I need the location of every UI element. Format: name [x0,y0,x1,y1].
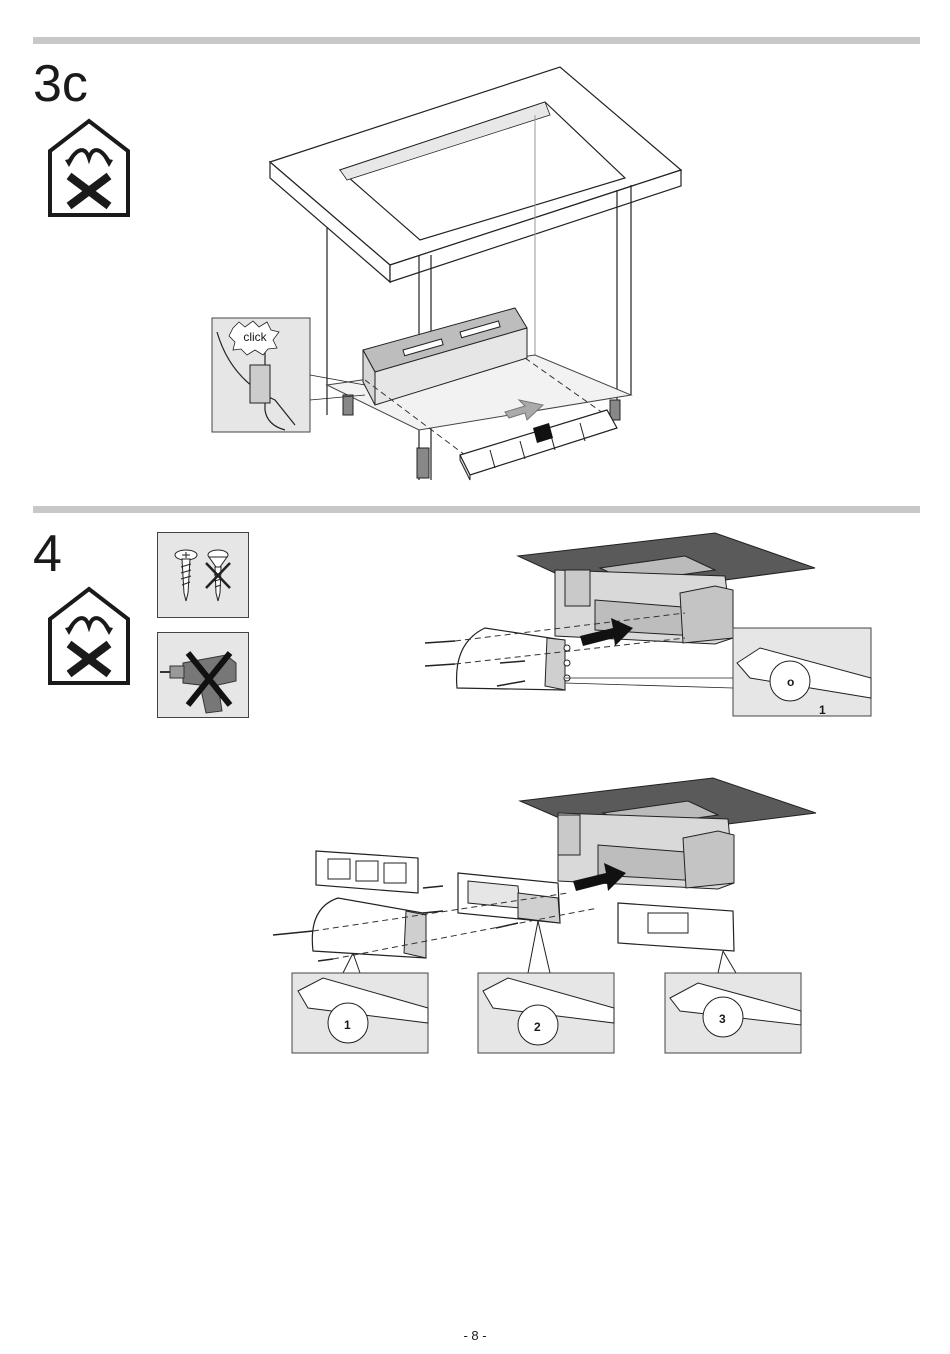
detail-number: 1 [819,703,826,717]
step-number-4: 4 [33,528,62,580]
no-power-drill-icon [158,633,248,717]
step-number-3c: 3c [33,58,88,110]
no-countersunk-screw-icon [206,550,230,601]
multiple-duct-assembly-illustration: 1 2 3 [268,773,828,1058]
detail-number: 2 [534,1020,541,1034]
section-divider [33,506,920,513]
detail-number: 1 [344,1018,351,1032]
extension-duct-mounting-illustration: o 1 [415,528,875,723]
detail-number: 3 [719,1012,726,1026]
click-label: click [243,330,267,344]
section-divider [33,37,920,44]
cabinet-installation-illustration: click [205,60,695,490]
no-ventilation-house-icon [47,586,131,686]
screw-icon [158,533,248,617]
detail-number: o [787,675,794,689]
page-number: - 8 - [0,1328,950,1343]
screw-type-panel [157,532,249,618]
no-ventilation-house-icon [47,118,131,218]
no-power-drill-panel [157,632,249,718]
